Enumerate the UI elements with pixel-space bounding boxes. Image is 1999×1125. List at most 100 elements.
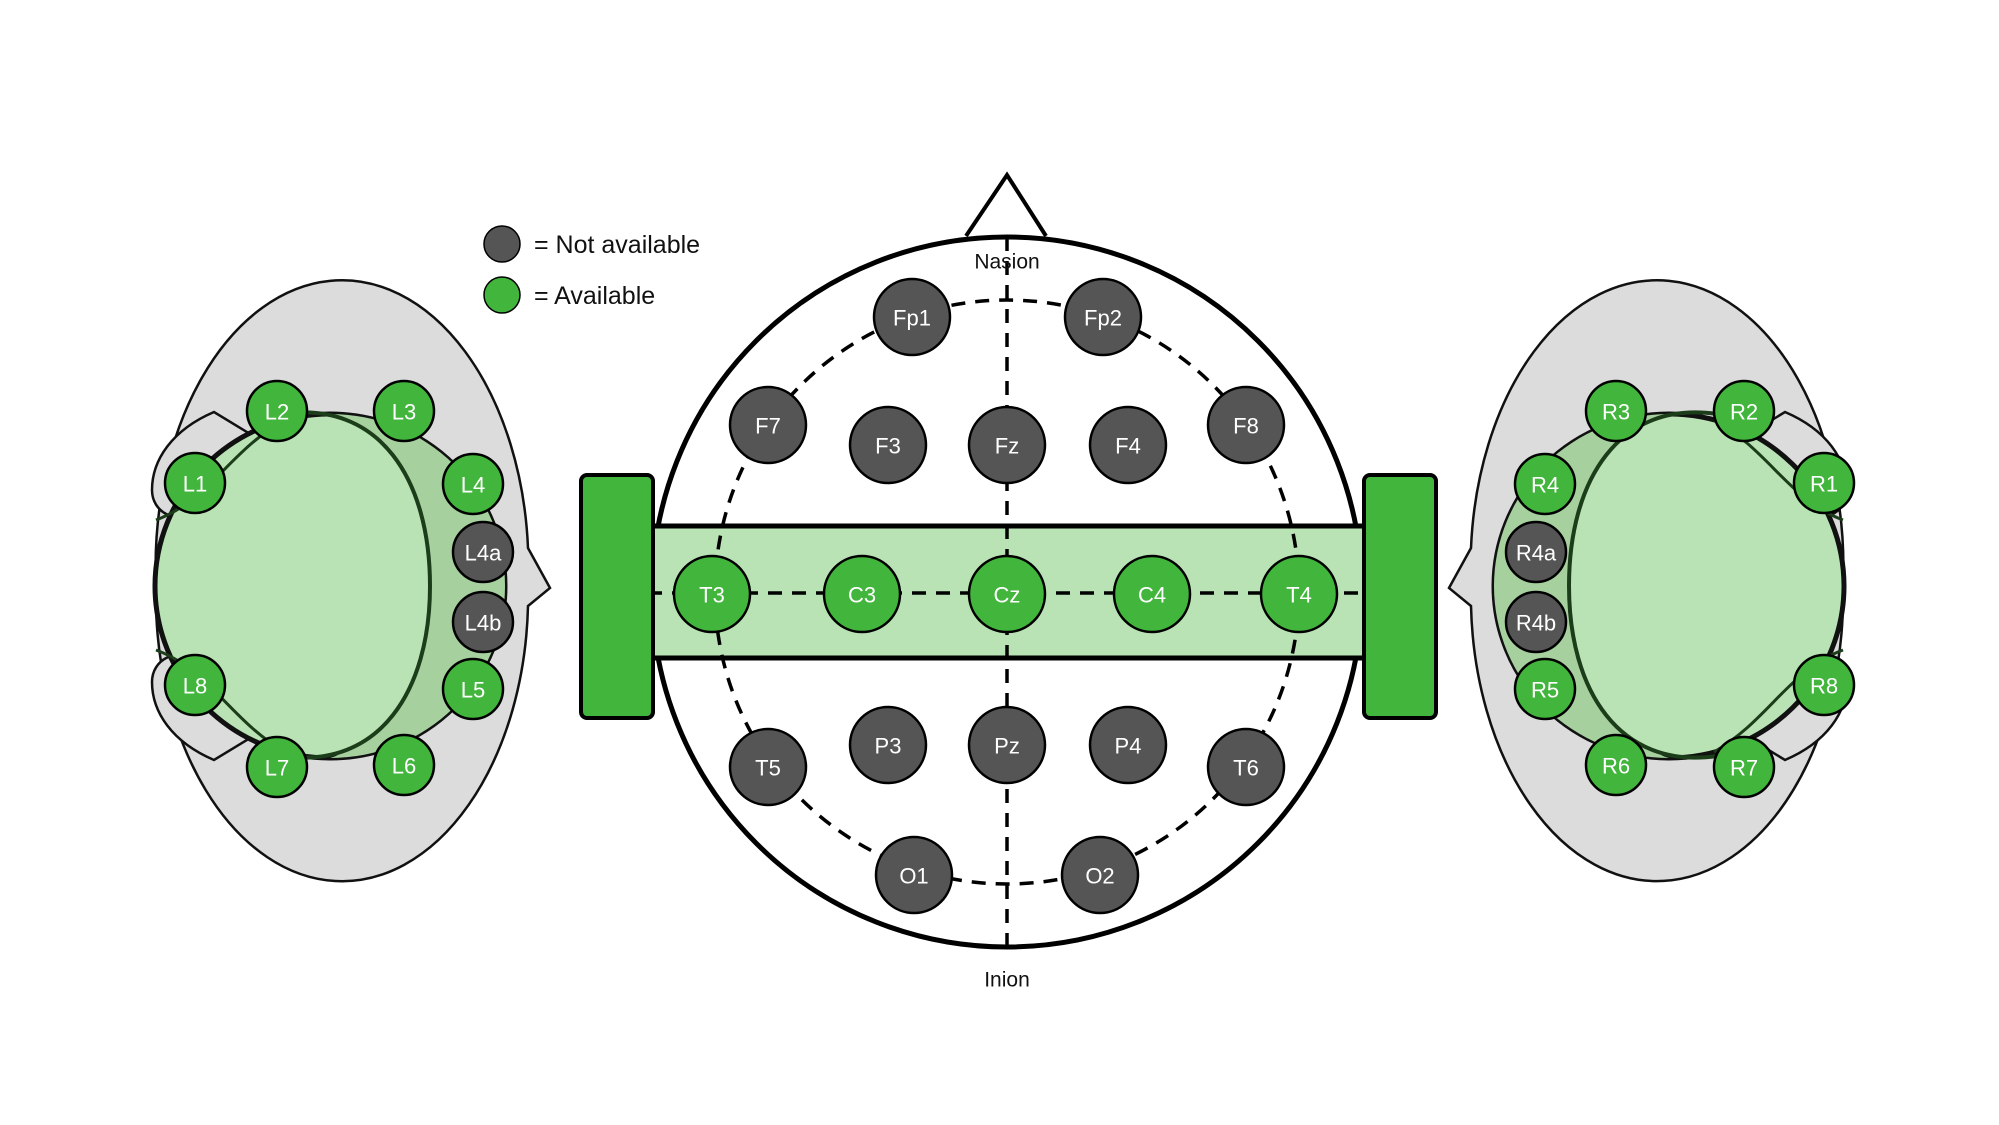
electrode-label: L2 xyxy=(265,400,289,425)
electrode-label: Fz xyxy=(995,434,1019,459)
electrode-marker xyxy=(1712,735,1776,799)
electrode-marker xyxy=(372,733,436,797)
electrode-l5: L5 xyxy=(441,657,505,721)
nasion-label: Nasion xyxy=(974,251,1039,274)
electrode-label: R3 xyxy=(1602,400,1630,425)
electrode-label: O2 xyxy=(1085,864,1114,889)
electrode-label: C4 xyxy=(1138,583,1166,608)
electrode-label: R2 xyxy=(1730,400,1758,425)
electrode-marker xyxy=(1060,835,1140,915)
electrode-marker xyxy=(1792,653,1856,717)
electrode-marker xyxy=(822,554,902,634)
electrode-label: T5 xyxy=(755,756,781,781)
left-ear-inner-curve xyxy=(281,410,433,760)
electrode-f7: F7 xyxy=(728,385,808,465)
electrode-label: R1 xyxy=(1810,472,1838,497)
electrode-label: Fp2 xyxy=(1084,306,1122,331)
electrode-marker xyxy=(1712,379,1776,443)
electrode-cz: Cz xyxy=(967,554,1047,634)
electrode-l8: L8 xyxy=(163,653,227,717)
electrode-marker xyxy=(728,727,808,807)
electrode-c3: C3 xyxy=(822,554,902,634)
electrode-t5: T5 xyxy=(728,727,808,807)
electrode-o2: O2 xyxy=(1060,835,1140,915)
electrode-label: R6 xyxy=(1602,754,1630,779)
electrode-marker xyxy=(1584,379,1648,443)
electrode-l2: L2 xyxy=(245,379,309,443)
electrode-pz: Pz xyxy=(967,705,1047,785)
electrode-label: L4 xyxy=(461,473,485,498)
electrode-f4: F4 xyxy=(1088,405,1168,485)
electrode-marker xyxy=(1513,657,1577,721)
legend-not-available-text: = Not available xyxy=(534,231,700,259)
electrode-label: L3 xyxy=(392,400,416,425)
electrode-l1: L1 xyxy=(163,451,227,515)
electrode-label: L8 xyxy=(183,674,207,699)
electrode-label: R4a xyxy=(1516,541,1557,566)
electrode-p3: P3 xyxy=(848,705,928,785)
electrode-label: O1 xyxy=(899,864,928,889)
electrode-marker xyxy=(372,379,436,443)
electrode-f3: F3 xyxy=(848,405,928,485)
electrode-marker xyxy=(441,657,505,721)
electrode-label: R4 xyxy=(1531,473,1559,498)
electrode-l4b: L4b xyxy=(451,590,515,654)
electrode-l3: L3 xyxy=(372,379,436,443)
electrode-label: F3 xyxy=(875,434,901,459)
electrode-marker xyxy=(1206,385,1286,465)
electrode-o1: O1 xyxy=(874,835,954,915)
inion-label: Inion xyxy=(984,969,1030,992)
legend: = Not available = Available xyxy=(483,225,700,314)
electrode-label: L4b xyxy=(465,611,502,636)
electrode-fz: Fz xyxy=(967,405,1047,485)
electrode-marker xyxy=(848,705,928,785)
electrode-marker xyxy=(1584,733,1648,797)
electrode-label: T4 xyxy=(1286,583,1312,608)
electrode-f8: F8 xyxy=(1206,385,1286,465)
electrode-c4: C4 xyxy=(1112,554,1192,634)
electrode-marker xyxy=(874,835,954,915)
electrode-marker xyxy=(967,405,1047,485)
electrode-t3: T3 xyxy=(672,554,752,634)
electrode-label: R7 xyxy=(1730,756,1758,781)
electrode-fp2: Fp2 xyxy=(1063,277,1143,357)
electrode-marker xyxy=(163,451,227,515)
electrode-marker xyxy=(1063,277,1143,357)
electrode-marker xyxy=(967,554,1047,634)
electrode-label: T3 xyxy=(699,583,725,608)
electrode-r6: R6 xyxy=(1584,733,1648,797)
electrode-label: Pz xyxy=(994,734,1020,759)
electrode-label: P3 xyxy=(875,734,902,759)
electrode-t6: T6 xyxy=(1206,727,1286,807)
electrode-marker xyxy=(451,520,515,584)
electrode-label: L5 xyxy=(461,678,485,703)
electrode-t4: T4 xyxy=(1259,554,1339,634)
electrode-marker xyxy=(1792,451,1856,515)
electrode-marker xyxy=(1513,452,1577,516)
electrode-label: R8 xyxy=(1810,674,1838,699)
electrode-r2: R2 xyxy=(1712,379,1776,443)
electrode-marker xyxy=(872,277,952,357)
legend-not-available-swatch xyxy=(483,225,521,263)
electrode-label: Fp1 xyxy=(893,306,931,331)
electrode-label: P4 xyxy=(1115,734,1142,759)
electrode-l4a: L4a xyxy=(451,520,515,584)
electrode-marker xyxy=(1504,590,1568,654)
electrode-r4a: R4a xyxy=(1504,520,1568,584)
electrode-r1: R1 xyxy=(1792,451,1856,515)
electrode-marker xyxy=(728,385,808,465)
electrode-l4: L4 xyxy=(441,452,505,516)
electrode-marker xyxy=(163,653,227,717)
electrode-marker xyxy=(672,554,752,634)
nose-triangle xyxy=(964,171,1048,238)
electrode-marker xyxy=(1259,554,1339,634)
electrode-r4: R4 xyxy=(1513,452,1577,516)
electrode-label: F7 xyxy=(755,414,781,439)
electrode-marker xyxy=(441,452,505,516)
electrode-r4b: R4b xyxy=(1504,590,1568,654)
electrode-label: C3 xyxy=(848,583,876,608)
electrode-label: L6 xyxy=(392,754,416,779)
electrode-label: L1 xyxy=(183,472,207,497)
